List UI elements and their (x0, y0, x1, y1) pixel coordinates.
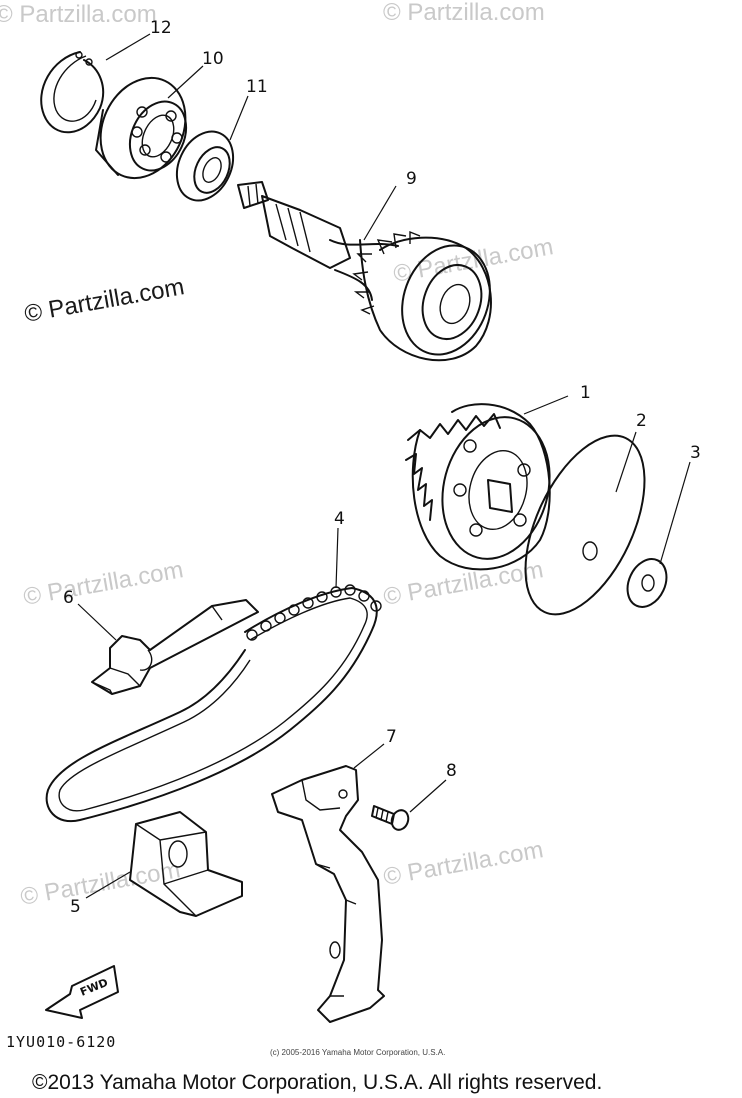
watermark: © Partzilla.com (18, 856, 182, 911)
washer-part-3 (626, 558, 668, 608)
callout-8: 8 (446, 761, 457, 781)
callout-7: 7 (386, 727, 397, 747)
diagram-code: 1YU010-6120 (6, 1033, 116, 1051)
watermark: © Partzilla.com (383, 0, 545, 26)
footer-copyright: ©2013 Yamaha Motor Corporation, U.S.A. A… (32, 1071, 602, 1094)
callout-1: 1 (580, 383, 591, 403)
small-copyright: (c) 2005-2016 Yamaha Motor Corporation, … (270, 1048, 445, 1057)
watermark: © Partzilla.com (21, 556, 185, 611)
bolt-part-8 (371, 805, 410, 831)
fwd-label: FWD (78, 976, 110, 999)
bearing-part-11 (175, 130, 235, 202)
callout-10: 10 (202, 49, 224, 69)
callout-4: 4 (334, 509, 345, 529)
watermark: © Partzilla.com (381, 556, 545, 611)
circlip-part-12 (40, 51, 105, 134)
watermark: © Partzilla.com (381, 836, 545, 891)
bearing-part-10 (95, 76, 188, 180)
callout-6: 6 (63, 588, 74, 608)
callout-5: 5 (70, 897, 81, 917)
gear-part-1 (405, 403, 551, 571)
chain-part-4 (45, 584, 382, 823)
watermark-layer: © Partzilla.com © Partzilla.com © Partzi… (0, 0, 555, 911)
callout-3: 3 (690, 443, 701, 463)
forward-arrow-icon: FWD (45, 965, 119, 1019)
watermark: © Partzilla.com (0, 1, 157, 28)
plate-part-2 (524, 434, 646, 616)
callout-2: 2 (636, 411, 647, 431)
callout-11: 11 (246, 77, 268, 97)
callout-12: 12 (150, 18, 172, 38)
watermark-primary: © Partzilla.com (22, 273, 186, 328)
leader-lines (77, 33, 691, 899)
callouts: 1 2 3 4 5 6 7 8 9 10 11 12 (63, 18, 701, 917)
callout-9: 9 (406, 169, 417, 189)
guide-part-5 (129, 811, 243, 917)
bracket-part-7 (271, 765, 385, 1023)
shaft-gear-part-9 (237, 181, 492, 362)
guide-part-6 (91, 599, 259, 695)
watermark: © Partzilla.com (391, 233, 555, 288)
